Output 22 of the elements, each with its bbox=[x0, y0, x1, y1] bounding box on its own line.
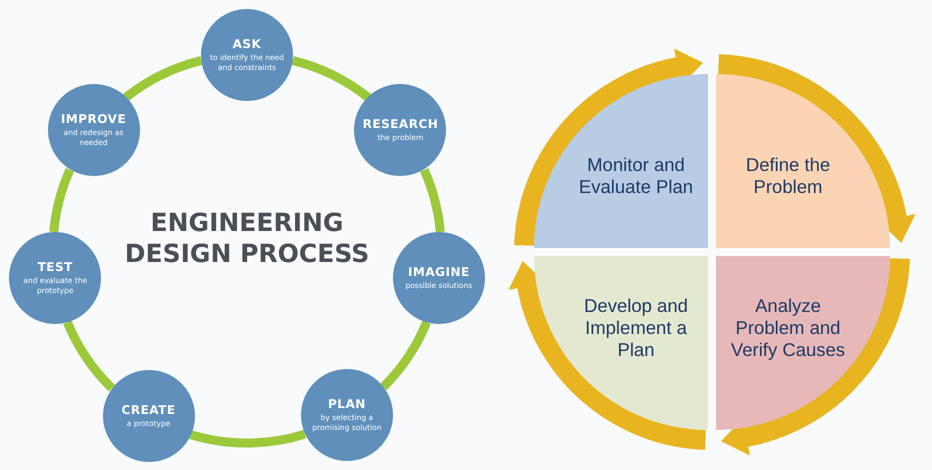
step-title: CREATE bbox=[122, 403, 176, 418]
step-text: Monitor and Evaluate Plan bbox=[578, 154, 694, 198]
ring-connector bbox=[49, 168, 74, 233]
ring-connector bbox=[420, 168, 445, 233]
cycle-arrow bbox=[718, 54, 916, 243]
diagram-title: ENGINEERING DESIGN PROCESS bbox=[124, 207, 370, 270]
ring-connector bbox=[190, 430, 306, 448]
cycle-arrow bbox=[514, 48, 703, 246]
step-text: Develop and Implement a Plan bbox=[583, 294, 689, 362]
cycle-arrow bbox=[508, 261, 706, 450]
step-title: PLAN bbox=[328, 397, 366, 412]
ring-connector bbox=[123, 56, 203, 102]
step-text: Analyze Problem and Verify Causes bbox=[730, 294, 846, 362]
ring-connector bbox=[63, 320, 116, 392]
ring-connector bbox=[291, 56, 371, 102]
step-text: Define the Problem bbox=[744, 154, 832, 198]
step-title: IMAGINE bbox=[408, 264, 470, 279]
step-title: IMPROVE bbox=[60, 112, 126, 126]
step-title: ASK bbox=[232, 36, 262, 51]
step-title: TEST bbox=[38, 260, 73, 274]
step-title: RESEARCH bbox=[362, 117, 438, 132]
ring-connector bbox=[380, 320, 431, 390]
